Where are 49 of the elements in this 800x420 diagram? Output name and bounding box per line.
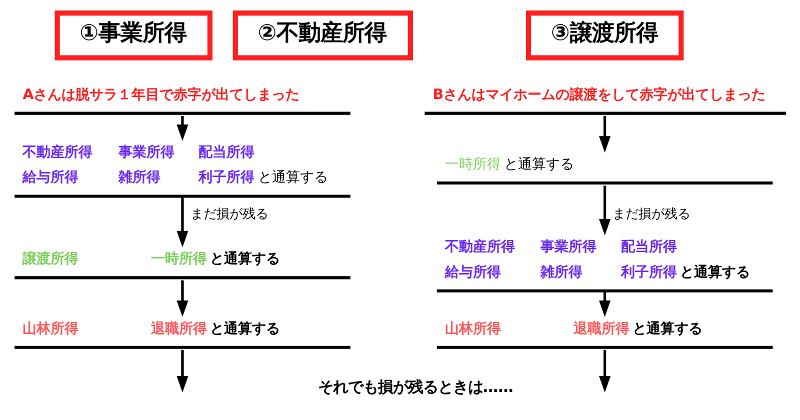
label: それでも損が残るときは…… xyxy=(318,378,514,396)
node-label: 一時所得 xyxy=(150,250,207,267)
node-label: 事業所得 xyxy=(540,238,597,254)
node-label: 事業所得 xyxy=(118,144,174,160)
node-label: と通算する xyxy=(680,264,750,280)
node-box: ③譲渡所得 xyxy=(526,10,684,60)
arrow xyxy=(176,197,188,247)
node-label: 山林所得 xyxy=(22,320,79,336)
node-label: 山林所得 xyxy=(445,320,502,336)
node-label: 一時所得 xyxy=(445,156,502,172)
edge-label: まだ損が残る xyxy=(190,206,268,222)
node-box xyxy=(14,194,350,198)
node-box xyxy=(436,181,773,184)
arrow xyxy=(599,185,611,236)
node-box xyxy=(14,111,350,114)
node-label: と通算する xyxy=(210,250,280,267)
arrow xyxy=(599,350,611,392)
node-label: 譲渡所得 xyxy=(22,250,79,267)
node-box: ①事業所得 xyxy=(54,10,212,60)
node-box xyxy=(436,345,773,348)
node-box xyxy=(14,276,350,279)
node-label: と通算する xyxy=(258,169,328,186)
edge-label: まだ損が残る xyxy=(612,206,691,222)
node-label: 退職所得 xyxy=(573,320,630,336)
node-box xyxy=(436,288,773,292)
node-label: と通算する xyxy=(632,320,702,336)
node-label: Aさんは脱サラ１年目で赤字が出てしまった xyxy=(22,86,300,102)
node-label: と通算する xyxy=(504,156,574,172)
arrow xyxy=(176,280,188,316)
node-label: 利子所得 xyxy=(621,264,678,280)
node-label: 雑所得 xyxy=(540,264,583,280)
node-label: 配当所得 xyxy=(198,144,255,160)
node-box xyxy=(14,345,350,348)
node-label: 不動産所得 xyxy=(445,238,516,254)
node-box: ②不動産所得 xyxy=(232,10,413,60)
node-label: 配当所得 xyxy=(621,238,678,254)
node-box xyxy=(424,111,786,114)
node-label: 雑所得 xyxy=(118,169,160,186)
node-label: 給与所得 xyxy=(445,264,502,280)
node-label: と通算する xyxy=(210,320,280,336)
arrow xyxy=(599,116,611,152)
arrow xyxy=(176,116,188,141)
arrow xyxy=(599,292,611,317)
node-label: Bさんはマイホームの譲渡をして赤字が出てしまった xyxy=(432,86,766,102)
node-label: 不動産所得 xyxy=(22,144,93,160)
node-label: 給与所得 xyxy=(22,169,79,186)
node-label: 退職所得 xyxy=(150,320,207,336)
node-label: 利子所得 xyxy=(198,169,255,186)
arrow xyxy=(176,350,188,392)
